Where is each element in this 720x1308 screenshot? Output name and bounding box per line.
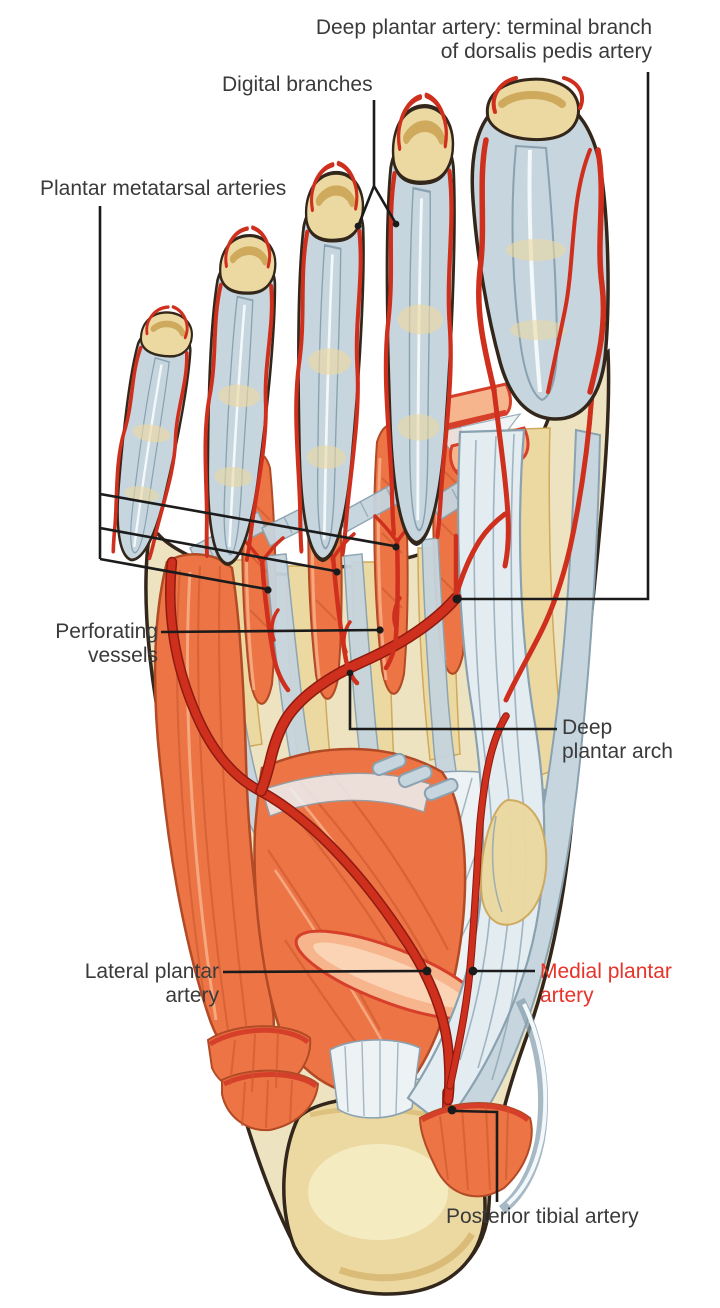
label-medial-plantar-artery: Medial plantar artery xyxy=(540,960,672,1008)
digital-artery xyxy=(475,137,497,393)
label-digital-branches: Digital branches xyxy=(222,73,373,97)
stria xyxy=(376,457,388,681)
leader-posterior-tibial xyxy=(455,1109,499,1202)
cut-edge xyxy=(222,1071,318,1089)
leader-deep-plantar-arch xyxy=(348,675,557,731)
medial-plantar-artery xyxy=(447,713,509,1089)
label-lateral-plantar-artery: Lateral plantar artery xyxy=(59,960,219,1008)
leader-dot xyxy=(264,586,272,594)
lateral-plantar-artery xyxy=(166,558,454,1104)
leader-lines xyxy=(98,72,650,1202)
label-line: Perforating xyxy=(55,620,158,643)
label-line: Plantar metatarsal arteries xyxy=(40,177,287,200)
abductor-hallucis-slips xyxy=(206,1025,320,1132)
leader-dot xyxy=(392,543,400,551)
phalanx-joint xyxy=(510,320,566,340)
leader-dot xyxy=(392,220,400,228)
label-line: Deep plantar artery: terminal branch xyxy=(315,16,652,39)
label-deep-plantar-arch: Deep plantar arch xyxy=(562,716,673,764)
stria xyxy=(439,1105,509,1191)
plantar-metatarsal-artery-2 xyxy=(383,537,400,671)
cut-edge xyxy=(420,1103,530,1123)
digital-artery xyxy=(587,147,607,395)
heel-shading xyxy=(338,1232,475,1282)
fascia-streaks xyxy=(344,1041,399,1117)
leader-lateral-plantar xyxy=(222,969,426,974)
label-line: vessels xyxy=(87,644,158,668)
label-line: artery xyxy=(165,984,219,1008)
leader-dot xyxy=(452,594,462,604)
deep-plantar-artery xyxy=(453,511,508,599)
leader-dot xyxy=(376,626,384,634)
leader-dot xyxy=(422,966,432,976)
big-toe xyxy=(470,76,610,421)
leader-plantar-metatarsal xyxy=(98,206,395,591)
tendon-stub xyxy=(397,764,433,789)
tendon-band-main xyxy=(406,428,546,1128)
perforating-vessel xyxy=(270,596,402,654)
tendon-stub xyxy=(423,777,459,802)
first-ray-artery xyxy=(491,387,511,569)
navicular-bone xyxy=(479,798,548,926)
leader-dot xyxy=(333,568,341,576)
leader-deep-plantar-artery xyxy=(460,72,650,601)
label-line: Posterior tibial artery xyxy=(446,1205,639,1228)
ankle-tendon-light xyxy=(506,1003,548,1206)
leader-perforating xyxy=(160,628,380,634)
toes xyxy=(103,76,610,566)
plantar-metatarsal-artery-4 xyxy=(259,557,291,693)
label-deep-plantar-artery: Deep plantar artery: terminal branch of … xyxy=(272,16,652,64)
label-line: of dorsalis pedis artery xyxy=(440,40,652,64)
digital-artery xyxy=(546,148,592,394)
tendon-stub xyxy=(371,752,407,777)
stria xyxy=(267,771,449,1079)
third-toe xyxy=(290,162,367,561)
label-line: plantar arch xyxy=(562,740,673,764)
cut-slip xyxy=(221,1069,320,1132)
tip-artery xyxy=(491,76,584,114)
little-toe xyxy=(103,302,199,564)
label-perforating-vessels: Perforating vessels xyxy=(18,620,158,668)
stria xyxy=(229,1031,293,1129)
cut-edge xyxy=(208,1027,310,1047)
leader-dot xyxy=(468,966,478,976)
leader-dot xyxy=(354,222,362,230)
lower-medial-muscle xyxy=(418,1102,533,1198)
stria xyxy=(176,565,249,1041)
heel-highlight xyxy=(308,1144,448,1240)
phalanx-joint xyxy=(506,239,566,261)
nail-shade xyxy=(498,91,566,108)
fascia-band xyxy=(329,1039,421,1119)
leader-digital-branches xyxy=(357,100,397,225)
cut-tendon-stubs xyxy=(371,752,459,802)
tendon-highlight xyxy=(527,149,542,393)
leader-dot xyxy=(447,1105,457,1115)
bone-streak xyxy=(491,815,503,913)
label-line: Deep xyxy=(562,716,613,739)
leader-dot xyxy=(346,669,354,677)
label-line: Lateral plantar xyxy=(84,960,219,983)
label-line: Digital branches xyxy=(222,73,373,96)
heel-fascia-attachment xyxy=(329,1039,421,1119)
plantar-arteries xyxy=(165,387,595,1106)
label-line: Medial plantar xyxy=(540,960,672,983)
stria xyxy=(185,571,218,1021)
label-plantar-metatarsal-arteries: Plantar metatarsal arteries xyxy=(40,177,286,201)
label-line: artery xyxy=(540,984,594,1008)
plantar-metatarsal-artery-3 xyxy=(330,553,360,686)
label-posterior-tibial-artery: Posterior tibial artery xyxy=(446,1205,639,1229)
deep-plantar-arch xyxy=(256,593,461,796)
medial-ray-artery xyxy=(503,391,595,703)
